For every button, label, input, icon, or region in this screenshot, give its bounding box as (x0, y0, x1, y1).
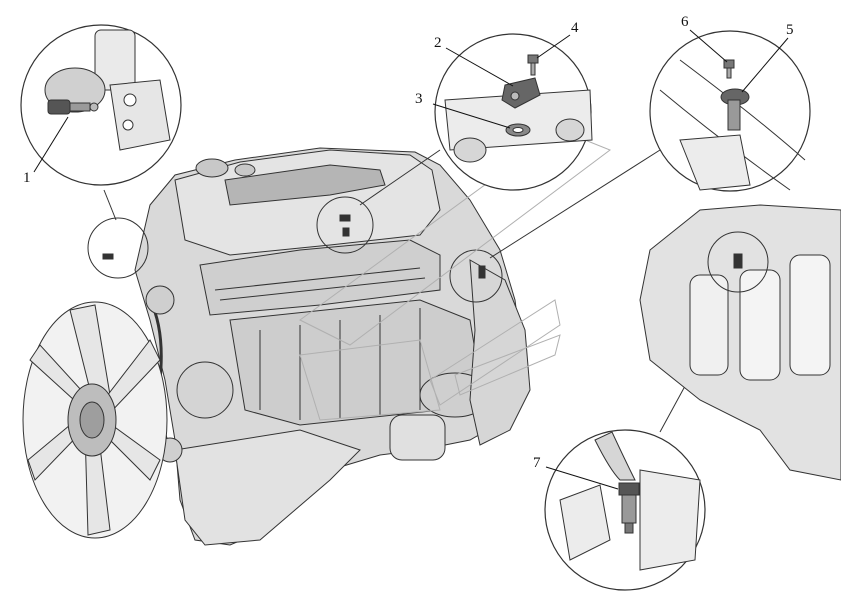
valve-cover-plate (224, 164, 386, 206)
detail-view-5-6 (649, 30, 811, 192)
callout-1: 1 (23, 170, 31, 186)
leader-1 (33, 116, 69, 173)
sensor-7-mark (733, 253, 743, 269)
oil-filter-housing (689, 274, 729, 376)
callout-2: 2 (434, 35, 442, 51)
sensor-1-body (69, 102, 91, 112)
pulley-1 (145, 285, 175, 315)
callout-labels: 1 2 3 4 5 6 7 (23, 14, 794, 471)
sensor-7-hex (618, 482, 640, 496)
leader-2 (445, 47, 514, 87)
fan-clutch (79, 401, 105, 439)
sensor-1-tip (89, 102, 99, 112)
locator-circles (87, 196, 503, 303)
part-4-bolt-shank (530, 62, 536, 76)
fuel-rail-2 (219, 277, 426, 301)
callout-leaders (33, 29, 789, 490)
fuel-rail (214, 267, 421, 291)
locator-circle-7 (707, 231, 769, 293)
ghost-shape-3 (429, 299, 561, 406)
oil-pan (174, 429, 361, 546)
part-3-seal-hole (512, 127, 524, 133)
sensor-1-mark (102, 253, 114, 260)
oil-filler-cap (195, 158, 229, 178)
pipe-7 (594, 431, 636, 481)
part-6-bolt-shank (726, 67, 732, 79)
callout-6: 6 (681, 14, 689, 30)
bolt-1a (123, 93, 137, 107)
sensor-7-body (621, 494, 637, 524)
sensor-2-port (510, 91, 520, 101)
sensor-5-mark (478, 265, 486, 279)
ghost-shape-4 (454, 334, 561, 396)
detail-link-1 (103, 189, 117, 221)
breather-cap (234, 163, 256, 177)
leader-6 (689, 29, 728, 63)
injector-boss-1 (453, 137, 487, 163)
housing-rim-detail (679, 134, 751, 191)
callout-7: 7 (533, 455, 541, 471)
engine-illustration (134, 147, 531, 546)
manifold-1 (109, 79, 171, 151)
intake-manifold (199, 239, 441, 316)
detail-view-7 (544, 429, 706, 591)
ghost-parallelograms (299, 129, 612, 421)
detail-link-5 (489, 149, 661, 259)
injector-boss-2 (555, 118, 585, 142)
callout-4: 4 (571, 20, 579, 36)
alternator (176, 361, 234, 419)
sensor-1 (47, 99, 71, 115)
detail-view-1 (20, 24, 182, 186)
locator-circle-2-3-4 (316, 196, 374, 254)
flywheel-housing (469, 259, 531, 446)
cooling-fan (22, 301, 168, 539)
detail-view-oil-module (639, 204, 841, 481)
leader-4 (536, 34, 571, 59)
sensor-7-tip (624, 522, 634, 534)
block-face-7 (639, 469, 701, 571)
sensor-5-body (727, 99, 741, 131)
callout-3: 3 (415, 91, 423, 107)
ghost-shape-2 (299, 339, 441, 421)
flywheel-housing-detail-2 (679, 59, 806, 161)
oil-cooler (739, 269, 781, 381)
head-surface (444, 89, 593, 151)
detail-link-2 (359, 149, 441, 206)
bolt-1b (122, 119, 134, 131)
oil-filter (389, 414, 446, 461)
bracket-7 (559, 484, 611, 561)
detail-view-2-3-4 (434, 33, 593, 191)
part-4-bolt-head (527, 54, 539, 64)
sensor-3-mark (342, 227, 350, 237)
callout-5: 5 (786, 22, 794, 38)
ghost-shape-1 (299, 129, 612, 346)
leader-5 (741, 37, 789, 93)
leader-7 (545, 466, 619, 490)
leader-3 (432, 103, 511, 129)
locator-circle-1 (87, 217, 149, 279)
oil-cooler-2 (789, 254, 831, 376)
sensor-2-mark (339, 214, 351, 222)
